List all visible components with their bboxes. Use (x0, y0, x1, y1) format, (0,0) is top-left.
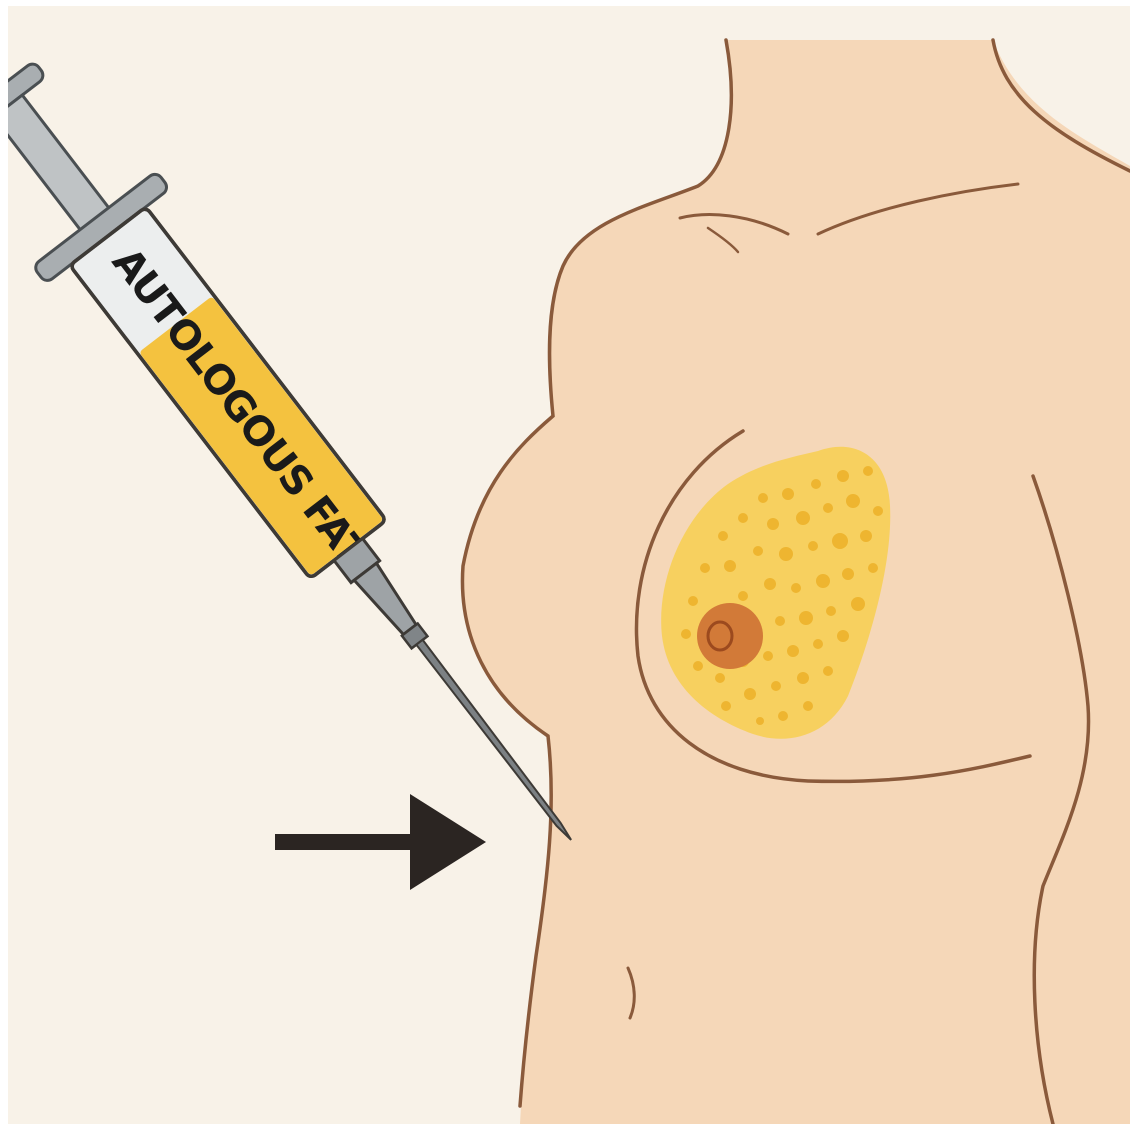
illustration-canvas: AUTOLOGOUS FAT (8, 6, 1130, 1124)
arrow-right-icon (275, 794, 486, 890)
syringe-label: AUTOLOGOUS FAT (103, 240, 376, 577)
arrow-shaft (275, 834, 430, 850)
arrow-head (410, 794, 486, 890)
syringe-nozzle (354, 563, 421, 638)
fat-grafting-illustration: AUTOLOGOUS FAT (8, 6, 1130, 1124)
